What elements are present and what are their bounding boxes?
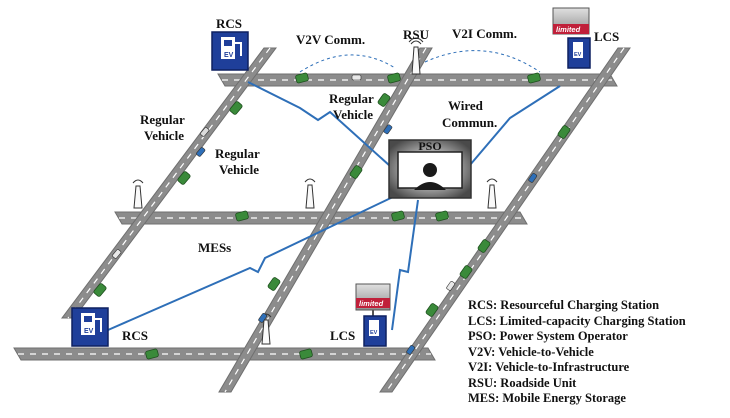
road-horizontal-top (217, 73, 618, 87)
mes-vehicle (459, 265, 473, 279)
v2i-label: V2I Comm. (452, 26, 517, 41)
v2v-link (299, 54, 396, 73)
wired-link-lcs-bottom (391, 199, 419, 331)
mes-vehicle (267, 277, 281, 291)
regular-vehicle (446, 281, 456, 291)
regular-vehicle-label-mid-line1: Regular (215, 146, 260, 161)
wired-label-line2: Commun. (442, 115, 497, 130)
mes-vehicle (435, 210, 449, 222)
ev-label: EV (574, 52, 582, 58)
mes-vehicle (377, 93, 391, 107)
rsu-tower-mid (304, 178, 316, 209)
legend-item: PSO: Power System Operator (468, 329, 628, 343)
legend-item: V2V: Vehicle-to-Vehicle (468, 344, 594, 359)
mes-vehicle (557, 125, 571, 139)
road-diagonal-left (61, 47, 277, 319)
rcs-station-top: EV (211, 31, 249, 71)
mes-vehicle (387, 72, 401, 84)
limited-label: limited (556, 25, 581, 34)
regular-vehicle-label-center-line2: Vehicle (333, 107, 373, 122)
legend-item: LCS: Limited-capacity Charging Station (468, 313, 686, 328)
wired-link-rcs-bottom (107, 195, 396, 331)
regular-vehicle-label-left-line1: Regular (140, 112, 185, 127)
mes-vehicle (527, 72, 541, 84)
regular-vehicle-label-left-line2: Vehicle (144, 128, 184, 143)
mes-vehicle (299, 348, 313, 360)
regular-vehicle (196, 147, 206, 157)
legend-item: MES: Mobile Energy Storage (468, 391, 626, 405)
road-diagonal-center (218, 47, 433, 393)
mes-vehicle (229, 101, 243, 115)
legend-item: RCS: Resourceful Charging Station (468, 298, 660, 312)
wired-label-line1: Wired (448, 98, 484, 113)
mes-vehicle (391, 210, 405, 222)
lcs-station-top: limited EV (552, 7, 591, 69)
rsu-tower-right (486, 178, 498, 209)
lcs-station-bottom: limited EV (355, 283, 391, 347)
pso-label: PSO (418, 139, 441, 153)
v2v-label: V2V Comm. (296, 32, 365, 47)
mes-vehicle (425, 303, 439, 317)
rcs-bottom-label: RCS (122, 328, 148, 343)
mes-vehicle (93, 283, 107, 297)
ev-label: EV (370, 330, 378, 336)
ev-label: EV (224, 52, 234, 59)
lcs-top-label: LCS (594, 29, 619, 44)
pso-operator: PSO (388, 139, 472, 199)
legend-item: V2I: Vehicle-to-Infrastructure (468, 360, 630, 374)
rsu-tower-left (132, 179, 144, 209)
mes-vehicle (235, 210, 249, 222)
regular-vehicle-label-center-line1: Regular (329, 91, 374, 106)
regular-vehicle (406, 345, 416, 355)
legend-item: RSU: Roadside Unit (468, 375, 577, 390)
mes-vehicle (295, 72, 309, 84)
regular-vehicle (383, 124, 393, 135)
rcs-station-bottom: EV (71, 307, 109, 347)
rsu-label: RSU (403, 27, 430, 42)
mes-vehicle (477, 239, 491, 253)
regular-vehicles (112, 74, 538, 355)
mes-vehicle (145, 348, 159, 360)
mes-vehicles (93, 72, 571, 360)
regular-vehicle (200, 127, 210, 137)
wired-link-rcs-top (247, 81, 401, 176)
mess-label: MESs (198, 240, 231, 255)
ev-label: EV (84, 328, 94, 335)
regular-vehicle (528, 173, 538, 183)
road-horizontal-bottom (13, 347, 436, 361)
mes-vehicle (349, 165, 363, 179)
regular-vehicle (258, 313, 268, 323)
regular-vehicle (112, 249, 122, 259)
rsu-tower-top (408, 37, 424, 75)
lcs-bottom-label: LCS (330, 328, 355, 343)
limited-label: limited (359, 299, 384, 308)
mes-vehicle (177, 171, 191, 185)
regular-vehicle-label-mid-line2: Vehicle (219, 162, 259, 177)
rcs-top-label: RCS (216, 16, 242, 31)
legend: RCS: Resourceful Charging Station LCS: L… (468, 298, 686, 407)
rsu-towers (132, 37, 498, 345)
regular-vehicle (351, 74, 362, 81)
v2i-link (424, 50, 541, 73)
